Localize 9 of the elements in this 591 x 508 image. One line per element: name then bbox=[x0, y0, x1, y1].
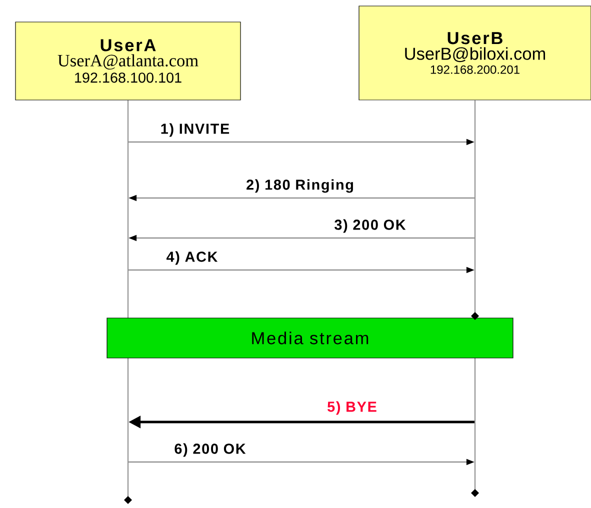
edge-label: 6) 200 OK bbox=[174, 443, 246, 457]
participant-box: UserA UserA@atlanta.com 192.168.100.101 bbox=[15, 22, 241, 100]
edge-label: 1) INVITE bbox=[161, 123, 230, 137]
band: Media stream bbox=[106, 318, 514, 358]
edge-label: 5) BYE bbox=[328, 401, 376, 415]
edge-label: 4) ACK bbox=[166, 251, 218, 265]
participant-box: UserB UserB@biloxi.com 192.168.200.201 bbox=[358, 6, 591, 100]
edge-label: 3) 200 OK bbox=[334, 219, 406, 233]
edge-label: 2) 180 Ringing bbox=[246, 179, 353, 193]
